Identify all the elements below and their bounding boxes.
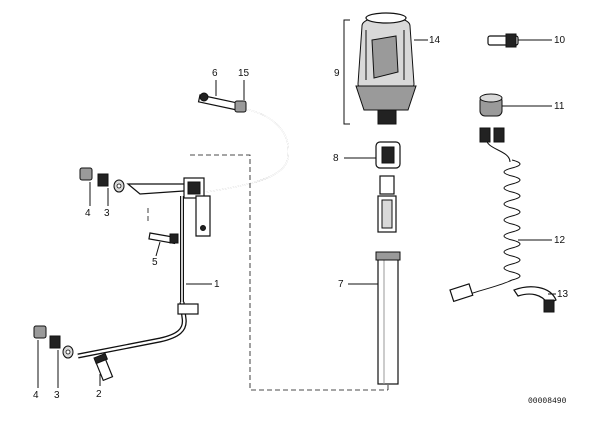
callout-6: 6 (212, 68, 218, 79)
callout-10: 10 (554, 35, 566, 46)
callout-11: 11 (554, 101, 565, 112)
leader-lines (37, 39, 556, 388)
callout-7: 7 (338, 279, 344, 290)
beacon-light-assembly (343, 12, 417, 385)
callout-4-lower: 4 (33, 390, 39, 401)
callout-2: 2 (96, 389, 102, 400)
callout-3-upper: 3 (104, 208, 110, 219)
callout-15: 15 (238, 68, 250, 79)
callout-numbers: 1 2 3 3 4 4 5 6 7 8 9 10 11 12 13 14 15 (33, 35, 569, 401)
strap-13 (513, 286, 557, 313)
callout-14: 14 (429, 35, 441, 46)
callout-1: 1 (214, 279, 220, 290)
drawing-reference-number: 00008490 (528, 397, 567, 406)
callout-5: 5 (152, 257, 158, 268)
grommet-11 (479, 93, 503, 117)
callout-13: 13 (557, 289, 569, 300)
callout-9: 9 (334, 68, 340, 79)
callout-8: 8 (333, 153, 339, 164)
callout-3-lower: 3 (54, 390, 60, 401)
coiled-cable-12 (449, 127, 521, 303)
callout-4-upper: 4 (85, 208, 91, 219)
callout-12: 12 (554, 235, 566, 246)
mounting-bracket-assembly (33, 92, 389, 391)
plug-connector-10 (487, 33, 519, 48)
